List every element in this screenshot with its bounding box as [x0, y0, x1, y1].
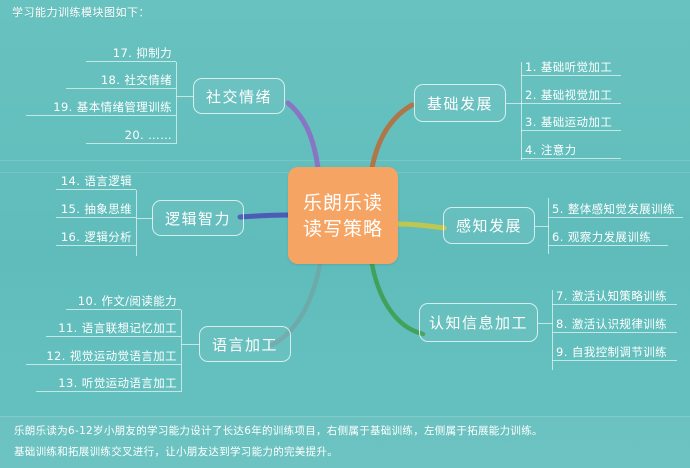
branch-stub [136, 218, 153, 219]
leaf-item[interactable]: 4. 注意力 [521, 139, 621, 159]
leaf-item[interactable]: 15. 抽象思维 [56, 198, 136, 218]
center-node-line2: 读写策略 [302, 217, 383, 240]
branch-label: 社交情绪 [205, 87, 272, 106]
background-hairline [0, 160, 690, 161]
page-caption: 学习能力训练模块图如下： [12, 6, 150, 19]
leaf-item[interactable]: 13. 听觉运动语言加工 [36, 372, 181, 392]
leaf-item[interactable]: 7. 激活认知策略训练 [552, 285, 677, 305]
footer-line-2: 基础训练和拓展训练交叉进行，让小朋友达到学习能力的完美提升。 [14, 446, 338, 458]
link-basic-development [369, 102, 415, 171]
leaf-item[interactable]: 1. 基础听觉加工 [521, 56, 621, 76]
branch-language-processing[interactable]: 语言加工 [199, 326, 291, 362]
leaf-item[interactable]: 10. 作文/阅读能力 [66, 290, 181, 310]
leaf-label: 8. 激活认识规律训练 [556, 317, 668, 331]
footer-line-1: 乐朗乐读为6-12岁小朋友的学习能力设计了长达6年的训练项目，右侧属于基础训练，… [14, 425, 543, 437]
branch-spine [181, 310, 182, 392]
leaf-label: 20. …… [124, 128, 172, 142]
center-node[interactable]: 乐朗乐读 读写策略 [288, 167, 398, 264]
branch-spine [136, 190, 137, 256]
leaf-item[interactable]: 2. 基础视觉加工 [521, 84, 621, 104]
leaf-label: 5. 整体感知觉发展训练 [552, 202, 675, 216]
leaf-item[interactable]: 9. 自我控制调节训练 [552, 341, 677, 361]
leaf-label: 13. 听觉运动语言加工 [58, 376, 177, 390]
footer-note: 乐朗乐读为6-12岁小朋友的学习能力设计了长达6年的训练项目，右侧属于基础训练，… [0, 416, 690, 468]
link-language-processing [269, 261, 323, 348]
branch-stub [538, 323, 553, 324]
leaf-label: 10. 作文/阅读能力 [77, 294, 177, 308]
branch-basic-development[interactable]: 基础发展 [414, 84, 506, 122]
leaf-label: 19. 基本情绪管理训练 [53, 100, 172, 114]
branch-stub [176, 96, 194, 97]
branch-spine [552, 290, 553, 370]
branch-label: 认知信息加工 [428, 314, 528, 332]
leaf-label: 7. 激活认知策略训练 [556, 289, 668, 303]
branch-cognitive-information-processing[interactable]: 认知信息加工 [419, 303, 538, 342]
leaf-label: 17. 抑制力 [112, 46, 172, 60]
branch-stub [181, 344, 200, 345]
leaf-label: 3. 基础运动加工 [525, 115, 613, 129]
branch-label: 感知发展 [455, 217, 522, 235]
link-perception-development [395, 221, 447, 231]
leaf-label: 15. 抽象思维 [60, 202, 132, 216]
branch-spine [548, 198, 549, 254]
link-social-emotion [285, 100, 321, 171]
link-logic-intelligence [237, 212, 291, 220]
branch-stub [535, 226, 549, 227]
branch-label: 逻辑智力 [164, 209, 231, 228]
branch-label: 语言加工 [211, 335, 278, 354]
leaf-label: 14. 语言逻辑 [60, 174, 132, 188]
branch-logic-intelligence[interactable]: 逻辑智力 [152, 200, 244, 236]
leaf-item[interactable]: 14. 语言逻辑 [56, 170, 136, 190]
leaf-item[interactable]: 5. 整体感知觉发展训练 [548, 198, 683, 218]
leaf-label: 18. 社交情绪 [100, 73, 172, 87]
branch-label: 基础发展 [426, 94, 493, 113]
leaf-item[interactable]: 20. …… [86, 124, 176, 144]
leaf-item[interactable]: 6. 观察力发展训练 [548, 226, 668, 246]
branch-perception-development[interactable]: 感知发展 [443, 207, 535, 244]
leaf-label: 11. 语言联想记忆加工 [58, 321, 177, 335]
leaf-label: 16. 逻辑分析 [60, 230, 132, 244]
leaf-label: 1. 基础听觉加工 [525, 60, 613, 74]
leaf-label: 12. 视觉运动觉语言加工 [46, 349, 177, 363]
center-node-line1: 乐朗乐读 [302, 191, 383, 214]
link-cognitive-information-processing [369, 261, 426, 337]
branch-social-emotion[interactable]: 社交情绪 [193, 78, 285, 114]
leaf-item[interactable]: 8. 激活认识规律训练 [552, 313, 677, 333]
leaf-label: 4. 注意力 [525, 143, 577, 157]
branch-spine [176, 62, 177, 144]
branch-spine [521, 62, 522, 160]
leaf-label: 9. 自我控制调节训练 [556, 345, 668, 359]
leaf-item[interactable]: 18. 社交情绪 [66, 69, 176, 89]
leaf-label: 2. 基础视觉加工 [525, 88, 613, 102]
leaf-item[interactable]: 19. 基本情绪管理训练 [26, 96, 176, 116]
leaf-item[interactable]: 17. 抑制力 [86, 42, 176, 62]
branch-stub [506, 103, 522, 104]
leaf-label: 6. 观察力发展训练 [552, 230, 652, 244]
leaf-item[interactable]: 16. 逻辑分析 [56, 226, 136, 246]
leaf-item[interactable]: 12. 视觉运动觉语言加工 [26, 345, 181, 365]
leaf-item[interactable]: 11. 语言联想记忆加工 [46, 317, 181, 337]
leaf-item[interactable]: 3. 基础运动加工 [521, 111, 621, 131]
